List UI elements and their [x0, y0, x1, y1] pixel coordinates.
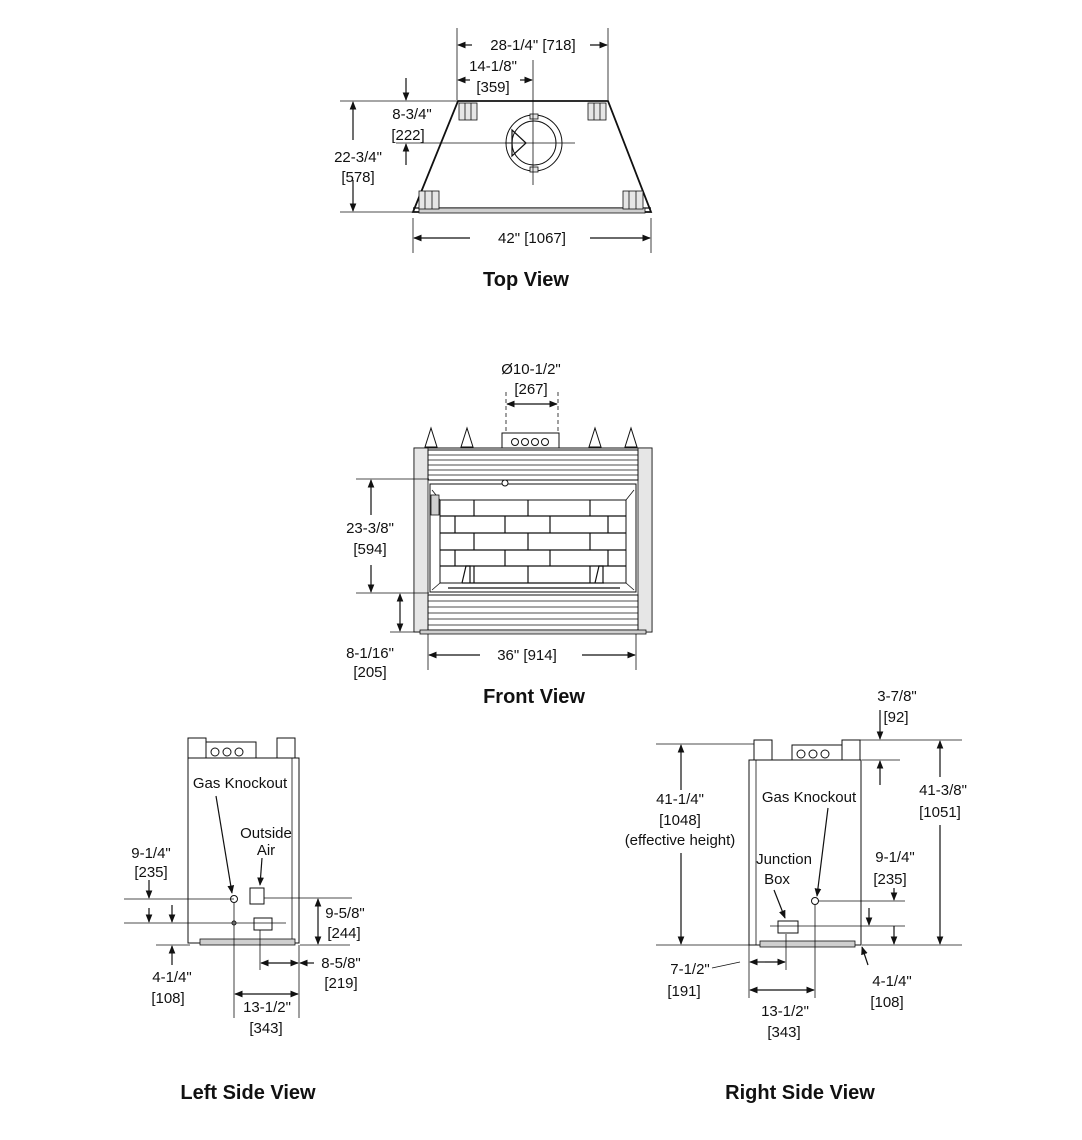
right-effective-height-label: 41-1/4" [656, 791, 704, 808]
front-view-title: Front View [483, 686, 585, 708]
front-view-outline [413, 426, 653, 635]
top-view-outline [411, 100, 653, 214]
top-center-offset-mm-label: [359] [476, 79, 509, 96]
front-opening-width-label: 36" [914] [497, 647, 557, 664]
left-side-outline [187, 737, 300, 946]
right-side-view: Gas Knockout Junction Box 41-1/4" [1048]… [625, 688, 967, 1104]
left-air-offset-label: 8-5/8" [321, 955, 361, 972]
right-top-offset-label: 3-7/8" [877, 688, 917, 705]
left-air-offset-mm-label: [219] [324, 975, 357, 992]
left-air-height-mm-label: [244] [327, 925, 360, 942]
right-side-outline [748, 739, 862, 948]
right-overall-height-label: 41-3/8" [919, 782, 967, 799]
right-overall-height-mm-label: [1051] [919, 804, 961, 821]
right-gas-depth-label: 13-1/2" [761, 1003, 809, 1020]
top-depth-label: 22-3/4" [334, 149, 382, 166]
right-gas-height-label: 9-1/4" [875, 849, 915, 866]
front-flue-diameter-mm-label: [267] [514, 381, 547, 398]
top-view-title: Top View [483, 269, 569, 291]
right-effective-height-note: (effective height) [625, 832, 736, 849]
top-width-upper-label: 28-1/4" [718] [490, 37, 575, 54]
right-box-offset-label: 7-1/2" [670, 961, 710, 978]
right-side-view-title: Right Side View [725, 1082, 875, 1104]
left-gas-height-label: 9-1/4" [131, 845, 171, 862]
front-flue-diameter-label: Ø10-1/2" [501, 361, 561, 378]
top-flue-depth-label: 8-3/4" [392, 106, 432, 123]
right-gas-knockout-label: Gas Knockout [762, 789, 857, 806]
left-gas-depth-label: 13-1/2" [243, 999, 291, 1016]
left-base-offset-label: 4-1/4" [152, 969, 192, 986]
left-air-height-label: 9-5/8" [325, 905, 365, 922]
top-center-offset-label: 14-1/8" [469, 58, 517, 75]
left-outside-air-label-2: Air [257, 842, 275, 859]
top-width-lower-label: 42" [1067] [498, 230, 566, 247]
top-depth-mm-label: [578] [341, 169, 374, 186]
left-side-view-title: Left Side View [180, 1082, 316, 1104]
front-opening-height-mm-label: [594] [353, 541, 386, 558]
left-base-offset-mm-label: [108] [151, 990, 184, 1007]
left-outside-air-label-1: Outside [240, 825, 292, 842]
right-gas-height-mm-label: [235] [873, 871, 906, 888]
top-flue-depth-mm-label: [222] [391, 127, 424, 144]
left-gas-depth-mm-label: [343] [249, 1020, 282, 1037]
front-opening-height-label: 23-3/8" [346, 520, 394, 537]
front-view: Ø10-1/2" [267] 23-3/8" [594] 8-1/16" [20… [346, 361, 653, 708]
right-box-offset-mm-label: [191] [667, 983, 700, 1000]
left-side-view: Gas Knockout Outside Air 9-1/4" [235] 9-… [124, 737, 365, 1104]
front-base-height-mm-label: [205] [353, 664, 386, 681]
top-view: 28-1/4" [718] 14-1/8" [359] 8-3/4" [222]… [334, 28, 653, 291]
right-base-offset-label: 4-1/4" [872, 973, 912, 990]
top-view-flue-collar [505, 113, 575, 173]
right-base-offset-mm-label: [108] [870, 994, 903, 1011]
right-junction-box-label-1: Junction [756, 851, 812, 868]
left-gas-knockout-label: Gas Knockout [193, 775, 288, 792]
right-top-offset-mm-label: [92] [883, 709, 908, 726]
right-gas-depth-mm-label: [343] [767, 1024, 800, 1041]
front-base-height-label: 8-1/16" [346, 645, 394, 662]
left-gas-height-mm-label: [235] [134, 864, 167, 881]
right-effective-height-mm-label: [1048] [659, 812, 701, 829]
right-junction-box-label-2: Box [764, 871, 790, 888]
